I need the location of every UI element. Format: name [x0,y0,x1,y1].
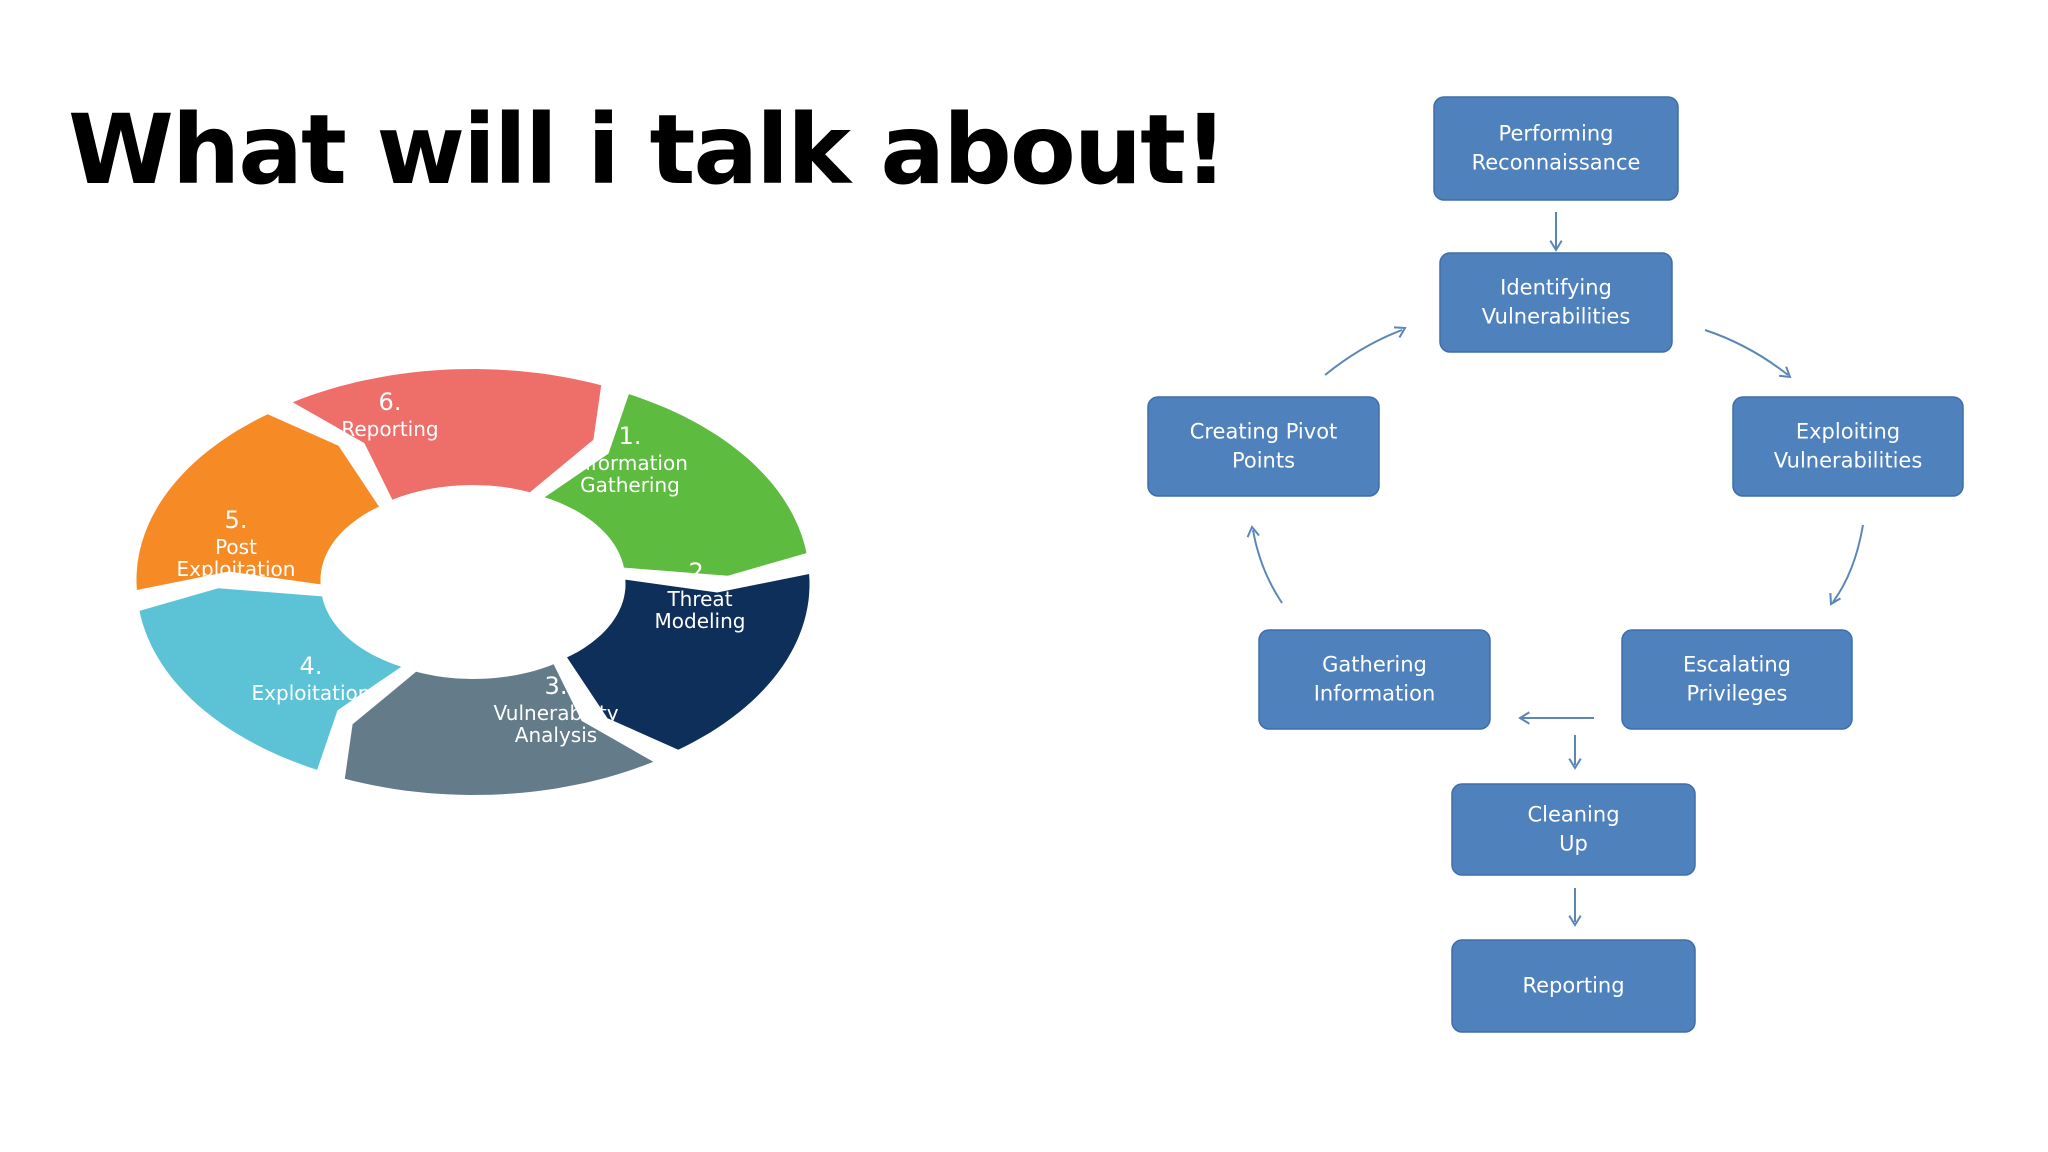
flow-node-box [1451,939,1696,1033]
flow-arrowhead [1778,366,1792,379]
flow-node-box [1439,252,1673,353]
flow-node-box [1732,396,1964,497]
flow-arrow [1704,329,1789,376]
flow-arrowhead [1393,326,1407,338]
flow-arrow [1324,329,1403,376]
flow-node-box [1258,629,1491,730]
cycle-segment-label: Analysis [515,723,597,747]
flow-arrow [1832,524,1864,603]
flow-arrowhead [1518,711,1530,725]
cycle-segment-reporting: 6.Reporting [292,369,602,500]
flow-node-label: Gathering [1322,653,1427,677]
cycle-segment-number: 6. [379,388,402,416]
cycle-segment-label: Reporting [341,417,438,441]
cycle-segment-exploitation: 4.Exploitation [139,588,402,770]
flow-node-label: Points [1232,449,1295,473]
cycle-segment-label: Post [215,535,257,559]
flow-node-label: Information [1314,682,1436,706]
cycle-segment-shape [344,664,654,795]
cycle-segment-label: Information [572,451,688,475]
cycle-segment-number: 2. [689,558,712,586]
cycle-segment-label: Exploitation [252,681,371,705]
cycle-segment-label: Gathering [580,473,680,497]
cycle-segment-label: Threat [666,587,732,611]
flow-node-label: Performing [1499,122,1614,146]
flow-arrow [1252,529,1283,604]
cycle-segment-label: Vulnerability [493,701,618,725]
flow-node-label: Creating Pivot [1190,420,1338,444]
flow-node-label: Vulnerabilities [1774,449,1923,473]
flow-arrowhead [1246,525,1260,538]
flow-node-label: Reconnaissance [1472,151,1641,175]
flow-node-label: Escalating [1683,653,1791,677]
flow-node-label: Privileges [1687,682,1788,706]
cycle-segment-number: 3. [545,672,568,700]
slide-title: What will i talk about! [68,94,1228,206]
flow-arrowhead [1568,758,1582,770]
flow-node-label: Reporting [1522,974,1624,998]
cycle-segment-label: Exploitation [177,557,296,581]
flow-node-reporting: Reporting [1451,939,1696,1033]
flow-node-box [1451,783,1696,876]
flow-arrowhead [1568,915,1582,927]
cycle-segment-shape [136,414,379,590]
flow-node-label: Exploiting [1796,420,1900,444]
flow-node-box [1621,629,1853,730]
flow-node-box [1433,96,1679,201]
flow-node-label: Vulnerabilities [1482,305,1631,329]
flow-node-label: Identifying [1500,276,1612,300]
cycle-segment-shape [544,394,807,576]
cycle-segment-shape [567,574,810,750]
flow-arrowhead [1829,592,1841,606]
cycle-segment-label: Modeling [655,609,746,633]
flow-node-box [1147,396,1380,497]
cycle-segment-shape [139,588,402,770]
flow-node-label: Up [1559,832,1588,856]
cycle-segment-number: 4. [300,652,323,680]
flow-arrowhead [1549,240,1563,252]
cycle-segment-number: 1. [619,422,642,450]
cycle-segment-number: 5. [225,506,248,534]
cycle-segment-shape [292,369,602,500]
flow-node-label: Cleaning [1527,803,1619,827]
